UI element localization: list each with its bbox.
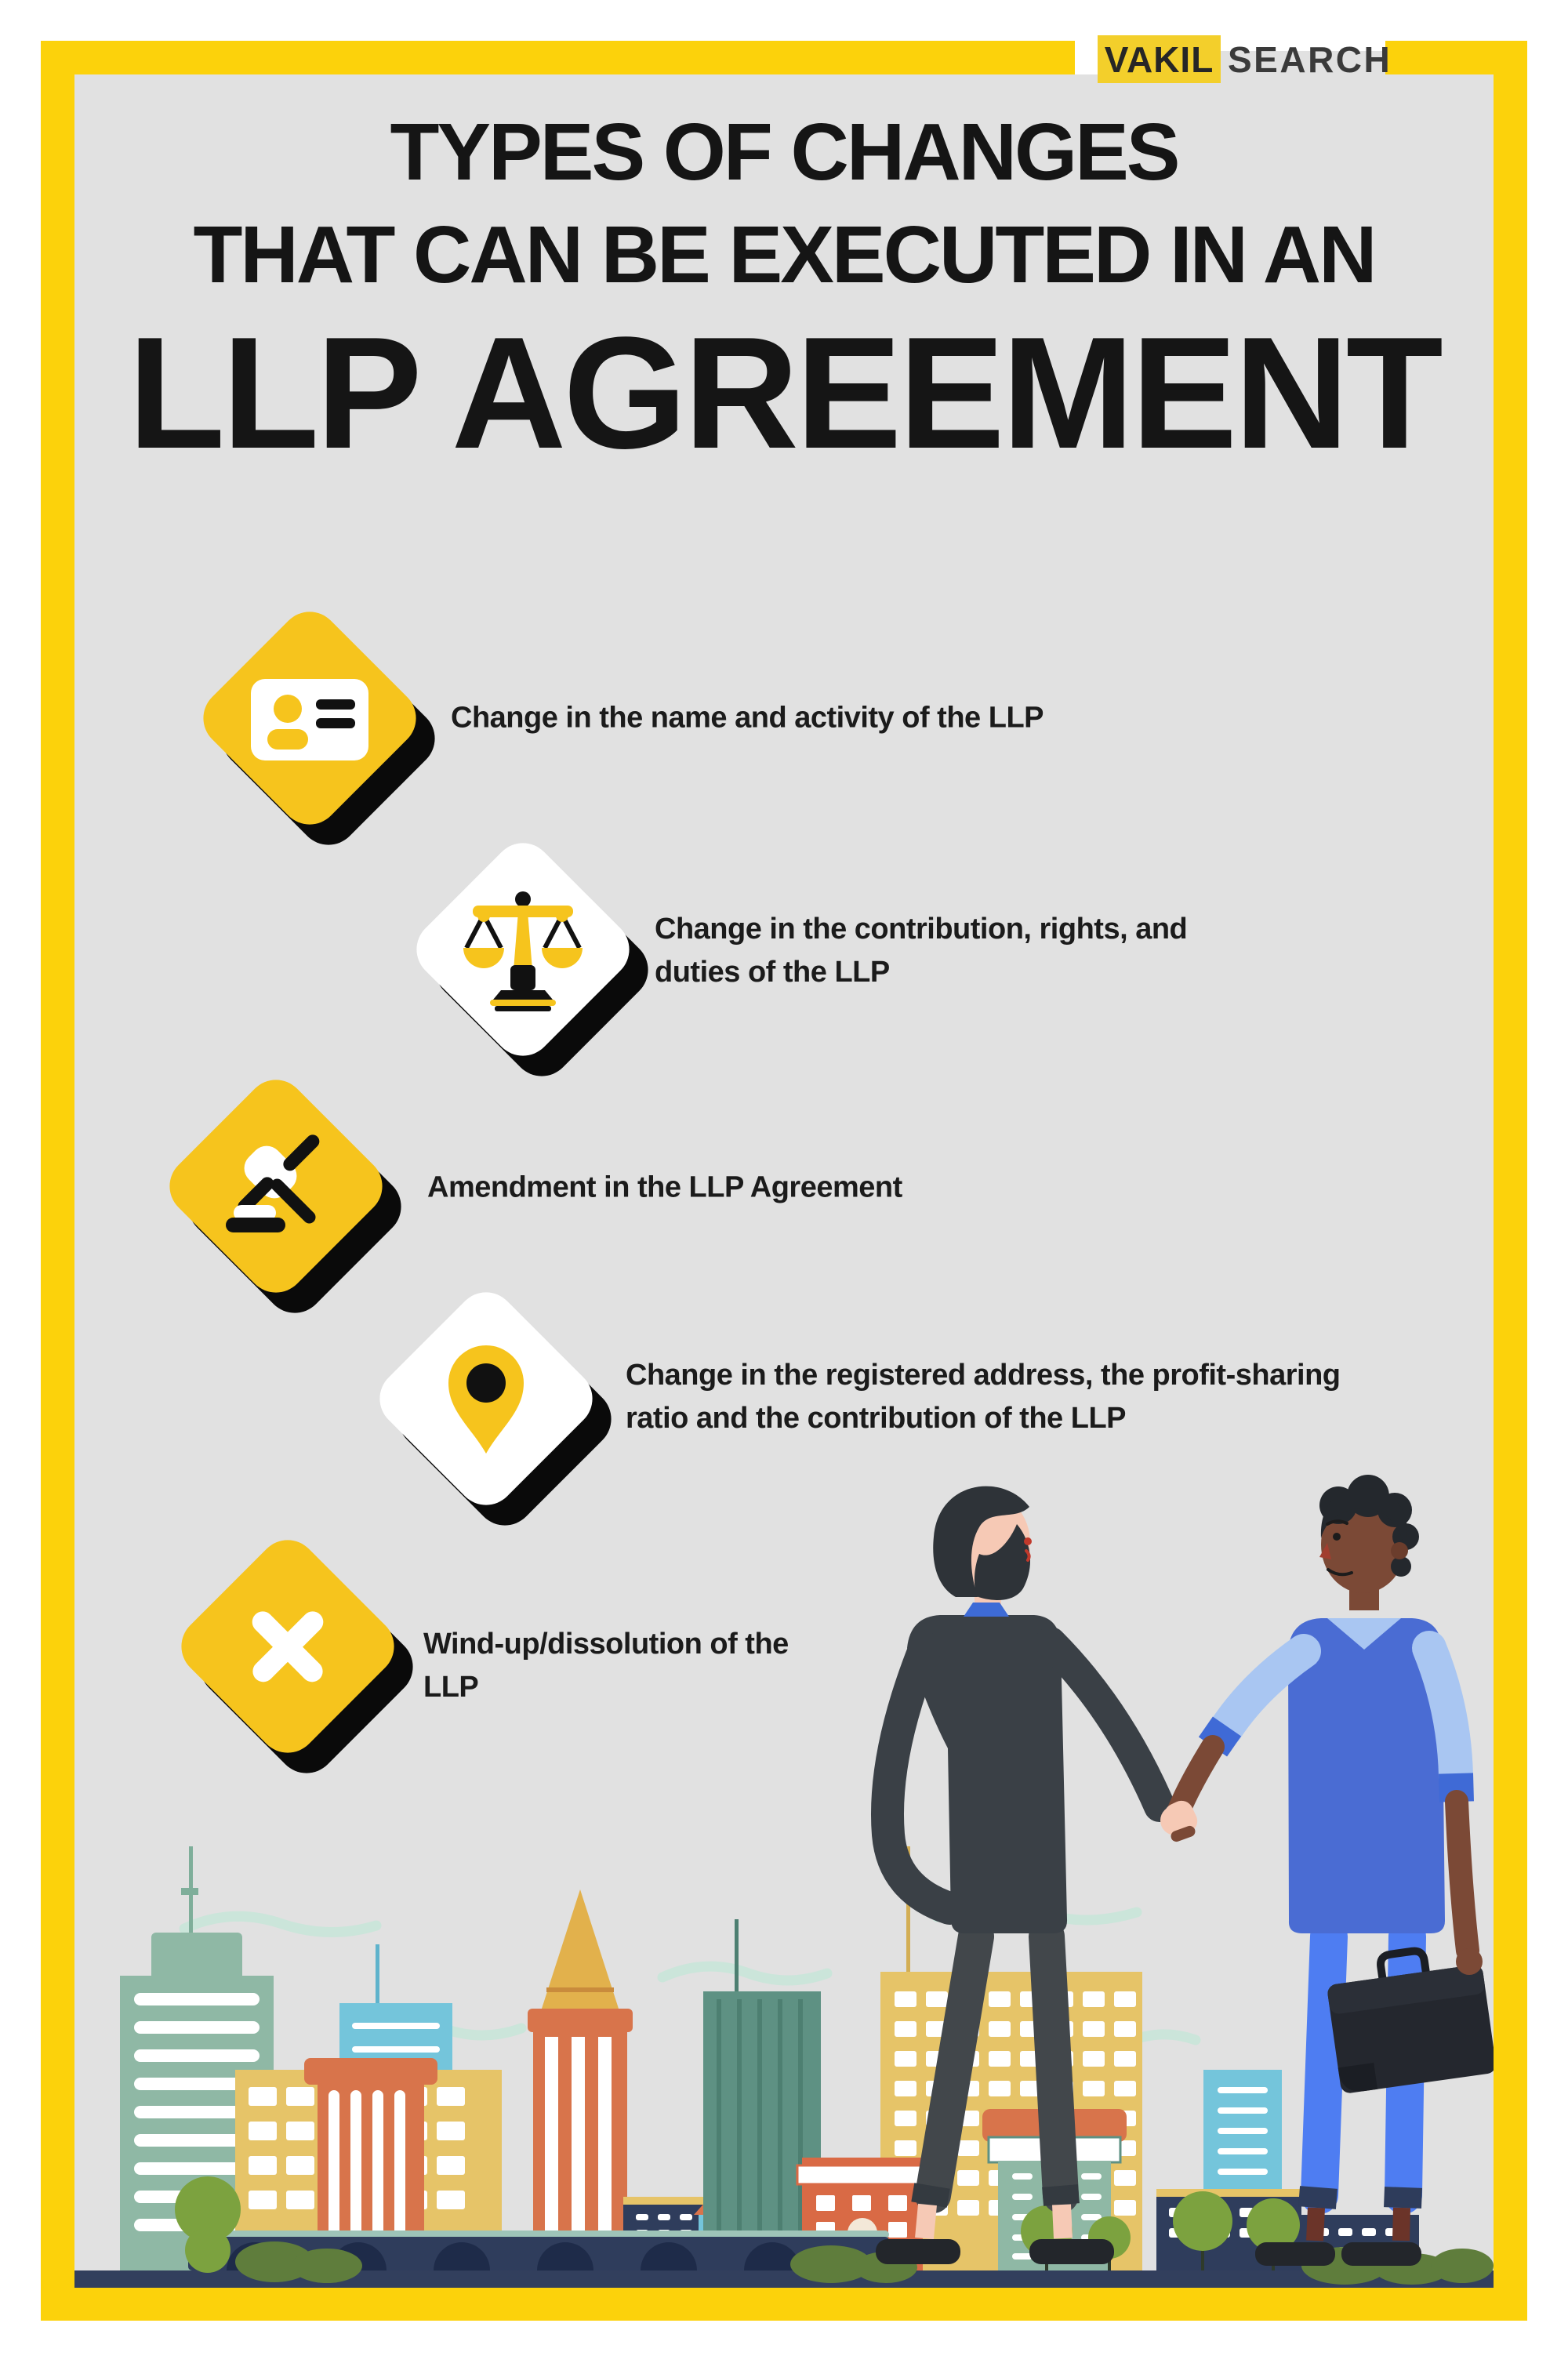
frame-top-border [41,41,1075,74]
diamond-id-card [191,599,448,858]
diamond-face [169,1527,407,1766]
item-text-2: Change in the contribution, rights, and … [655,913,1188,989]
briefcase [1327,1947,1494,2093]
diamond-location [367,1280,624,1538]
diamond-gavel [157,1067,414,1326]
logo-secondary-text: SEARCH [1228,38,1392,80]
logo-backplate [1221,51,1385,74]
man-in-blue-vest [1160,1475,1494,2266]
page-title: TYPES OF CHANGES THAT CAN BE EXECUTED IN… [74,100,1494,477]
diamond-scales [404,830,661,1089]
diamond-face [404,830,642,1069]
location-pin-icon [448,1345,524,1454]
frame-bottom-border [41,2288,1527,2321]
title-line-1: TYPES OF CHANGES [390,107,1180,197]
id-card-icon [251,679,368,760]
diamond-face [157,1067,395,1305]
gavel-icon [226,1134,320,1232]
brand-logo-search: SEARCH [1228,35,1392,83]
item-text-3: Amendment in the LLP Agreement [427,1171,902,1204]
item-text-4: Change in the registered address, the pr… [626,1359,1341,1435]
frame-left-border [41,41,74,2321]
frame-right-border [1494,41,1527,2321]
diamond-face [367,1280,605,1518]
man-in-dark-sweater [870,1486,1175,2264]
bridge [188,2231,889,2270]
diamond-face [191,599,429,837]
handshake [1160,1800,1198,1842]
brand-logo-vakil: VAKIL [1098,35,1221,83]
businessmen-handshake-cityscape [74,1475,1494,2288]
cross-icon [252,1611,324,1682]
title-line-3: LLP AGREEMENT [128,304,1443,482]
item-text-1: Change in the name and activity of the L… [451,701,1044,735]
title-line-2: THAT CAN BE EXECUTED IN AN [193,209,1377,299]
scales-of-justice-icon [463,891,583,1011]
logo-primary-text: VAKIL [1104,38,1214,80]
diamond-cross [169,1527,426,1786]
road [74,2270,1494,2288]
item-text-5: Wind-up/dissolution of the LLP [423,1628,789,1704]
